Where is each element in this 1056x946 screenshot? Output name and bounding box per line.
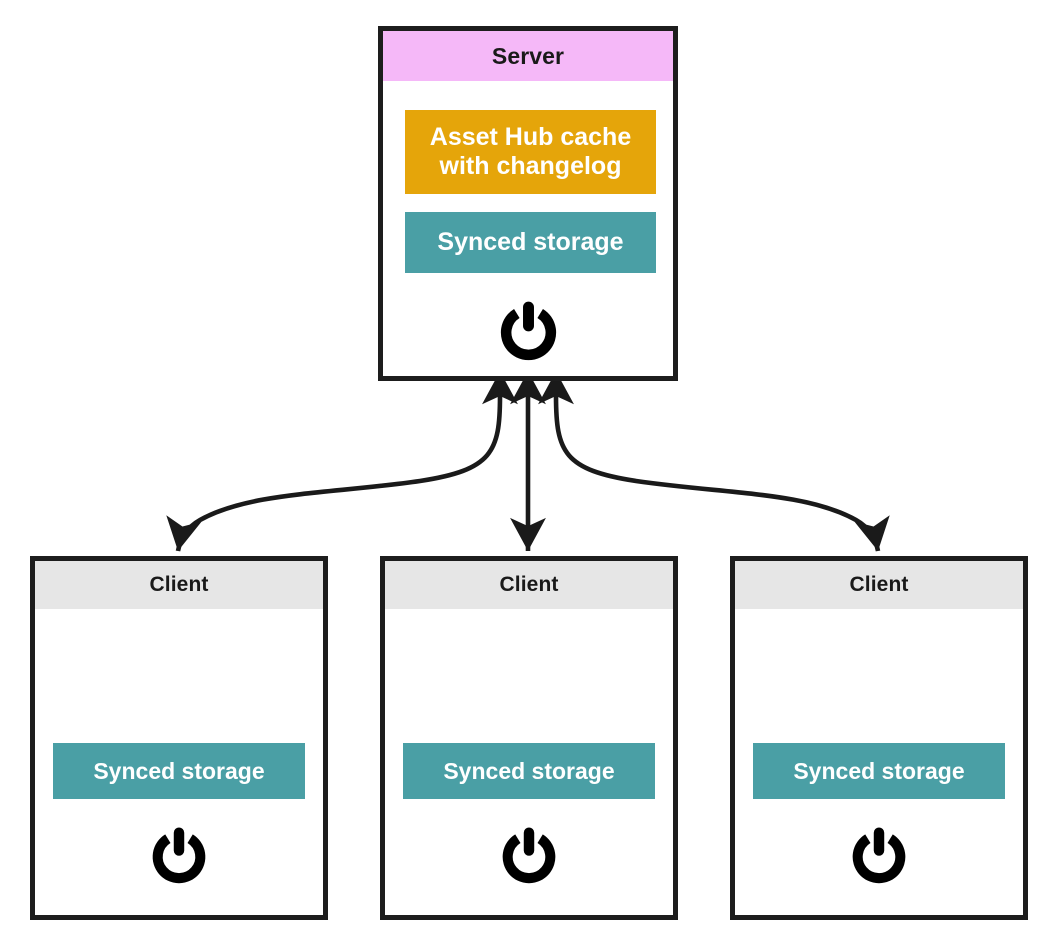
client-2-synced-storage-bar: Synced storage <box>403 743 655 799</box>
client-node-3: Client Synced storage <box>730 556 1028 920</box>
client-3-power-icon <box>852 827 906 884</box>
server-title: Server <box>383 31 673 81</box>
client-1-synced-storage-bar: Synced storage <box>53 743 305 799</box>
server-node: Server Asset Hub cache with changelog Sy… <box>378 26 678 381</box>
client-1-title: Client <box>35 561 323 609</box>
client-3-title: Client <box>735 561 1023 609</box>
connector-server-to-client-1 <box>166 371 518 552</box>
connector-server-to-client-3 <box>538 371 890 552</box>
server-synced-storage-bar: Synced storage <box>405 212 656 273</box>
server-power-icon <box>500 301 557 361</box>
client-node-1: Client Synced storage <box>30 556 328 920</box>
server-asset-hub-cache-bar: Asset Hub cache with changelog <box>405 110 656 194</box>
client-2-title: Client <box>385 561 673 609</box>
client-3-synced-storage-bar: Synced storage <box>753 743 1005 799</box>
client-1-power-icon <box>152 827 206 884</box>
client-node-2: Client Synced storage <box>380 556 678 920</box>
client-2-power-icon <box>502 827 556 884</box>
